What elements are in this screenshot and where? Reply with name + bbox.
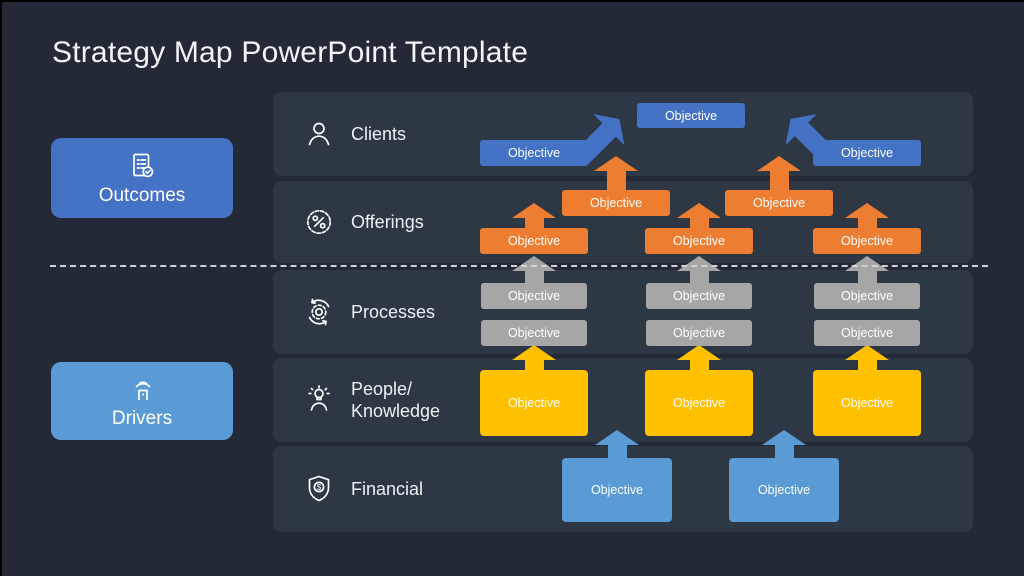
up-arrow-gray [677,256,721,284]
svg-text:$: $ [317,483,322,492]
process-gear-icon [303,296,335,328]
row-processes-label: Processes [351,301,436,322]
page-title: Strategy Map PowerPoint Template [52,36,529,69]
up-arrow-gray [845,256,889,284]
objective-box[interactable]: Objective [729,458,839,522]
objective-box[interactable]: Objective [480,228,588,254]
objective-box[interactable]: Objective [814,283,920,309]
checklist-check-icon [126,150,158,182]
up-arrow-orange [677,203,721,228]
idea-person-icon [303,384,335,416]
row-financial-label: Financial [351,478,424,499]
up-arrow-orange [594,156,638,190]
up-arrow-orange [512,203,556,228]
objective-box[interactable]: Objective [481,320,587,346]
objective-box[interactable]: Objective [725,190,833,216]
up-arrow-blue [762,430,806,458]
up-arrow-yellow [845,345,889,371]
outcomes-label: Outcomes [98,184,186,206]
objective-box[interactable]: Objective [562,458,672,522]
up-arrow-gray [512,256,556,284]
objective-box[interactable]: Objective [481,283,587,309]
objective-box[interactable]: Objective [637,103,745,128]
beacon-icon [126,373,158,405]
objective-box[interactable]: Objective [646,320,752,346]
objective-box[interactable]: Objective [480,140,588,166]
drivers-button[interactable]: Drivers [51,362,233,440]
up-arrow-yellow [512,345,556,371]
label-line-1: People/ [351,378,413,399]
person-icon [303,118,335,150]
percent-badge-icon [303,206,335,238]
outcomes-drivers-divider [50,265,988,267]
objective-box[interactable]: Objective [645,370,753,436]
row-clients-label: Clients [351,123,407,144]
objective-box[interactable]: Objective [814,320,920,346]
up-arrow-blue [595,430,639,458]
objective-box[interactable]: Objective [562,190,670,216]
outcomes-button[interactable]: Outcomes [51,138,233,218]
up-arrow-orange [845,203,889,228]
shield-dollar-icon: $ [303,473,335,505]
objective-box[interactable]: Objective [646,283,752,309]
row-offerings-label: Offerings [351,211,424,232]
objective-box[interactable]: Objective [480,370,588,436]
row-people-knowledge-label: People/ Knowledge [351,378,440,423]
objective-box[interactable]: Objective [813,140,921,166]
objective-box[interactable]: Objective [645,228,753,254]
label-line-2: Knowledge [351,401,441,421]
objective-box[interactable]: Objective [813,228,921,254]
up-arrow-orange [757,156,801,190]
up-arrow-yellow [677,345,721,371]
drivers-label: Drivers [111,407,173,429]
objective-box[interactable]: Objective [813,370,921,436]
